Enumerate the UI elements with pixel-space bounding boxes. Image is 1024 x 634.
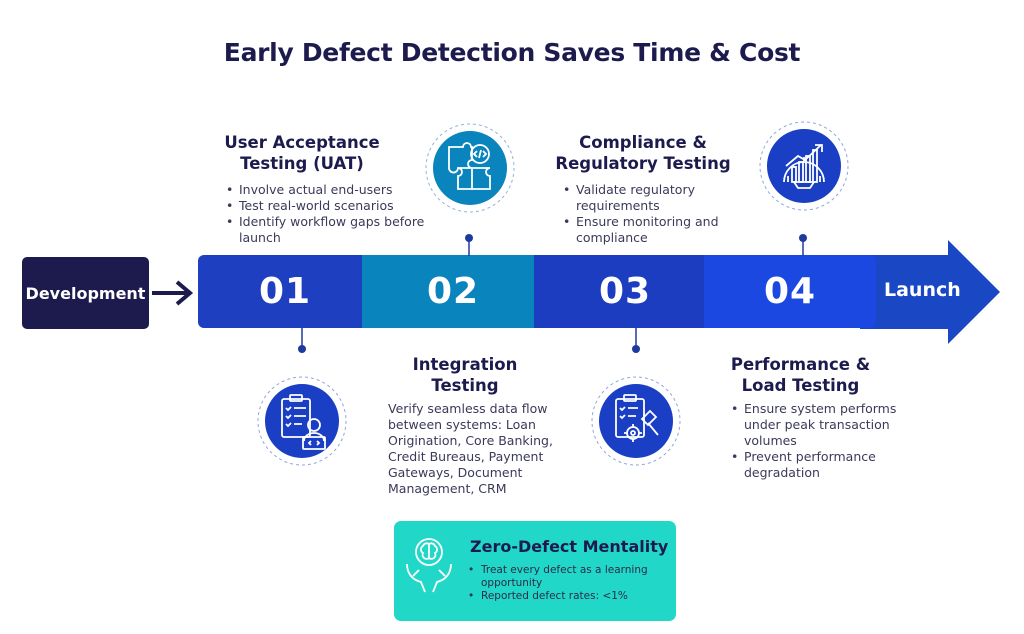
stage-01-segment: 01	[198, 255, 372, 328]
stage-03-bullets: Validate regulatory requirements Ensure …	[561, 182, 736, 246]
list-item: Ensure system performs under peak transa…	[729, 401, 904, 449]
stage-02-segment: 02	[362, 255, 544, 328]
stage-01-heading: User Acceptance Testing (UAT)	[210, 132, 394, 174]
stage-04-heading-line1: Performance &	[730, 355, 871, 374]
stage-03-heading-line2: Regulatory Testing	[555, 154, 731, 173]
stage-03-number: 03	[598, 271, 652, 312]
stage-03-heading-line1: Compliance &	[579, 133, 707, 152]
stage-02-heading: Integration Testing	[380, 354, 550, 396]
list-item: Prevent performance degradation	[729, 449, 904, 481]
stage-01-heading-line1: User Acceptance	[224, 133, 380, 152]
stage-01-bullets: Involve actual end-users Test real-world…	[224, 182, 429, 246]
stage-04-number: 04	[763, 271, 817, 312]
checklist-developer-icon	[256, 375, 348, 471]
stage-02-description: Verify seamless data flow between system…	[388, 401, 553, 496]
diagram-title: Early Defect Detection Saves Time & Cost	[223, 38, 801, 67]
list-item: Validate regulatory requirements	[561, 182, 736, 214]
stage-02-heading-line1: Integration	[412, 355, 518, 374]
clipboard-gavel-gear-icon	[590, 375, 682, 471]
development-box: Development	[22, 257, 149, 329]
brain-hands-icon	[403, 534, 455, 604]
stage-03-heading: Compliance & Regulatory Testing	[548, 132, 738, 174]
stage-04-heading: Performance & Load Testing	[718, 354, 883, 396]
development-label: Development	[25, 283, 146, 303]
list-item: Treat every defect as a learning opportu…	[466, 564, 666, 590]
stage-04-bullets: Ensure system performs under peak transa…	[729, 401, 904, 481]
list-item: Involve actual end-users	[224, 182, 429, 198]
stage-04-heading-line2: Load Testing	[741, 376, 860, 395]
zero-defect-bullets: Treat every defect as a learning opportu…	[466, 564, 666, 603]
stage-02-number: 02	[426, 271, 480, 312]
list-item: Test real-world scenarios	[224, 198, 429, 214]
stage-02-heading-line2: Testing	[431, 376, 499, 395]
zero-defect-title: Zero-Defect Mentality	[470, 537, 669, 556]
stage-01-number: 01	[258, 271, 312, 312]
launch-arrow-shape	[860, 240, 1000, 344]
puzzle-code-icon	[424, 122, 516, 218]
stage-04-segment: 04	[704, 255, 876, 328]
list-item: Ensure monitoring and compliance	[561, 214, 736, 246]
stage-01-heading-line2: Testing (UAT)	[240, 154, 364, 173]
growth-chart-gear-icon	[758, 120, 850, 216]
stage-03-segment: 03	[534, 255, 716, 328]
right-arrow-icon	[152, 280, 194, 306]
launch-label: Launch	[884, 279, 961, 301]
list-item: Reported defect rates: <1%	[466, 590, 666, 603]
list-item: Identify workflow gaps before launch	[224, 214, 429, 246]
